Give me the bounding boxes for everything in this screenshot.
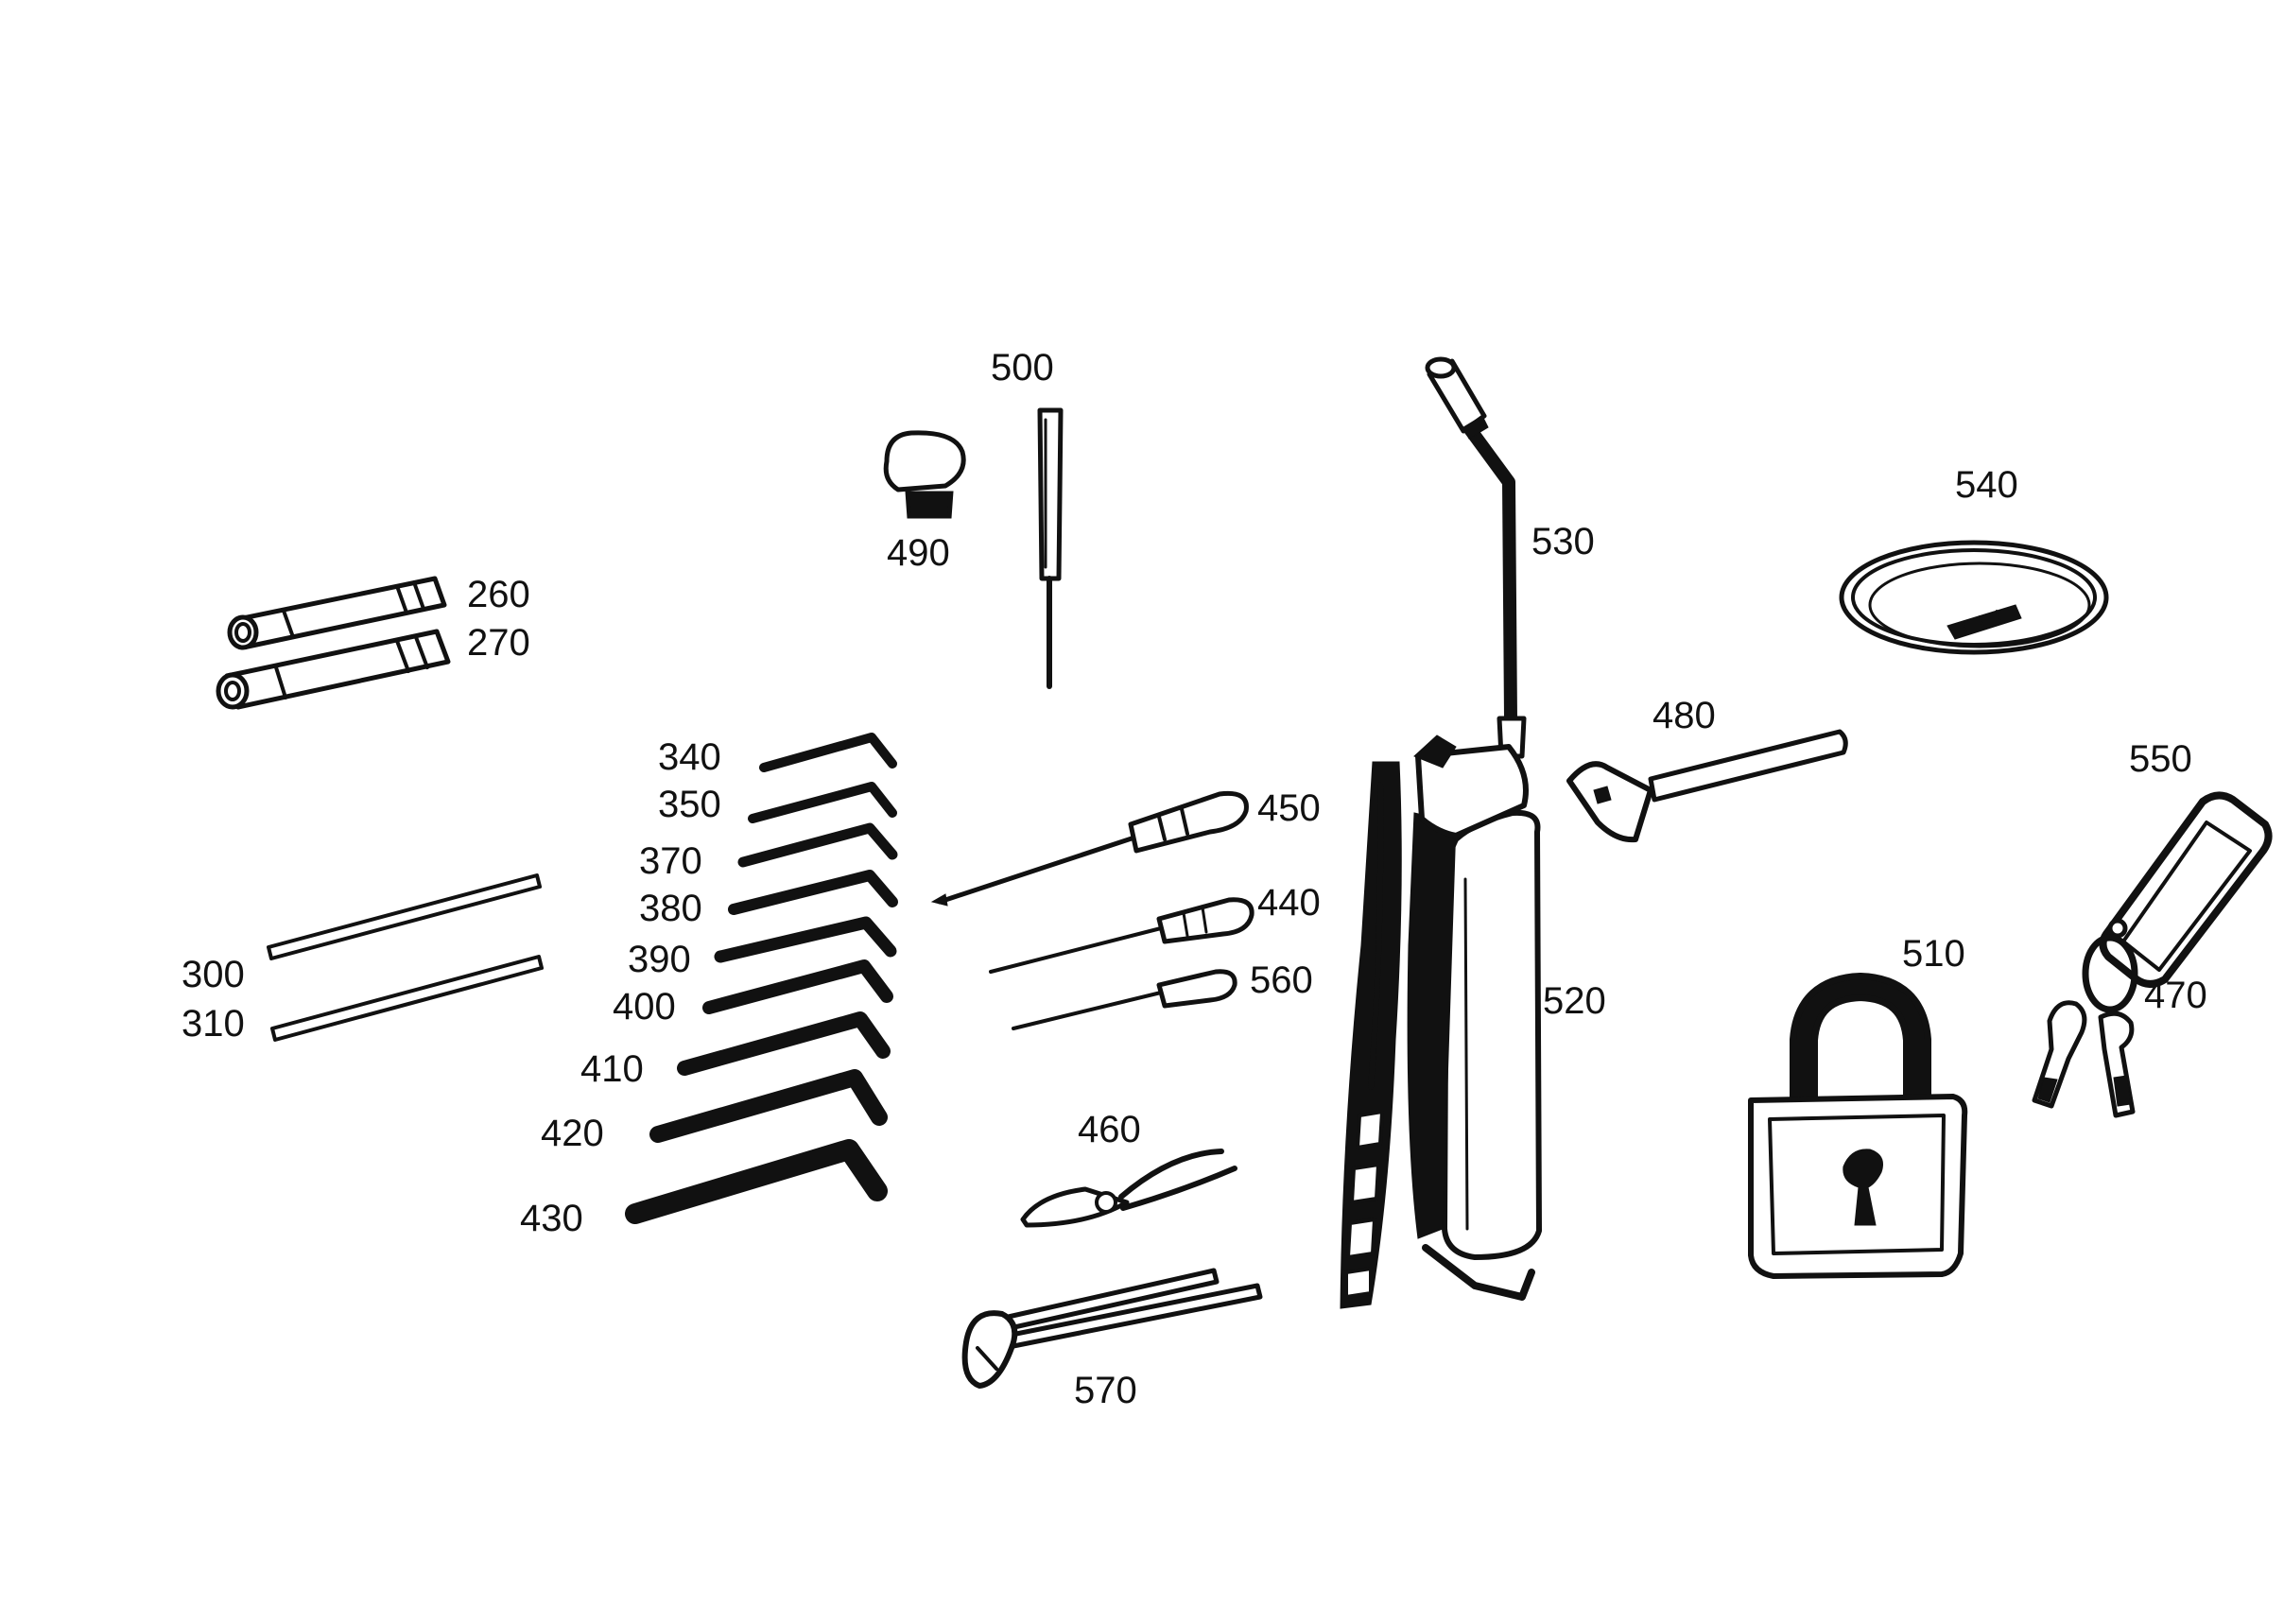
label-520: 520 [1543, 980, 1606, 1022]
part-500-drift-punch [1037, 407, 1064, 689]
label-430: 430 [520, 1198, 583, 1239]
label-530: 530 [1531, 521, 1595, 562]
label-300: 300 [182, 954, 245, 995]
part-490-plug [883, 430, 966, 519]
part-470-keys [2032, 934, 2138, 1118]
part-540-coiled-hose [1839, 540, 2109, 655]
part-270-socket-tube [216, 629, 451, 710]
part-260-socket-tube [227, 576, 447, 650]
part-number-labels: 260 270 300 310 340 350 370 380 390 400 … [182, 347, 2207, 1411]
part-300-pin [267, 873, 542, 960]
label-560: 560 [1250, 959, 1313, 1001]
part-390-hex-key [714, 916, 897, 963]
part-520-grease-gun [1340, 734, 1542, 1309]
label-570: 570 [1074, 1370, 1137, 1411]
label-270: 270 [467, 622, 530, 664]
label-410: 410 [580, 1048, 644, 1090]
part-410-hex-key [677, 1011, 891, 1076]
hex-key-set [625, 733, 898, 1224]
label-550: 550 [2129, 738, 2192, 780]
part-560-screwdriver [1012, 969, 1237, 1030]
label-480: 480 [1652, 695, 1716, 736]
part-370-hex-key [737, 822, 898, 868]
label-450: 450 [1257, 787, 1321, 829]
label-350: 350 [658, 784, 721, 825]
label-390: 390 [628, 939, 691, 980]
label-380: 380 [639, 888, 702, 929]
part-510-padlock [1748, 973, 1968, 1279]
label-400: 400 [613, 986, 676, 1028]
part-310-pin [270, 955, 544, 1042]
part-480-hammer [1566, 729, 1848, 843]
label-440: 440 [1257, 882, 1321, 924]
part-430-hex-key [625, 1139, 888, 1224]
part-570-hex-wrench [961, 1268, 1263, 1389]
part-420-hex-key [649, 1069, 888, 1143]
part-350-hex-key [748, 782, 897, 823]
part-460-pliers [1020, 1149, 1237, 1228]
part-340-hex-key [759, 733, 897, 772]
label-470: 470 [2144, 975, 2207, 1016]
part-530-extension-tube [1425, 356, 1527, 759]
label-490: 490 [887, 532, 950, 574]
part-550-key-tag [2099, 791, 2273, 988]
label-420: 420 [541, 1113, 604, 1154]
label-260: 260 [467, 574, 530, 615]
label-500: 500 [991, 347, 1054, 389]
label-370: 370 [639, 840, 702, 882]
part-400-hex-key [702, 959, 893, 1014]
part-450-screwdriver [930, 790, 1249, 907]
part-380-hex-key [728, 870, 898, 915]
label-540: 540 [1955, 464, 2018, 506]
label-510: 510 [1902, 933, 1965, 975]
label-340: 340 [658, 736, 721, 778]
label-310: 310 [182, 1003, 245, 1045]
label-460: 460 [1078, 1109, 1141, 1150]
part-440-screwdriver [989, 897, 1254, 974]
